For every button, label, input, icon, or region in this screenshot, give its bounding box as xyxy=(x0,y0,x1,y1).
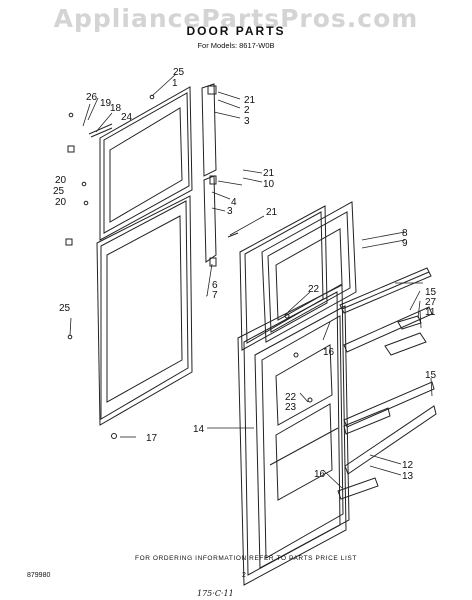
callout: 8 xyxy=(402,228,408,239)
freezer-gasket xyxy=(239,205,328,351)
callout: 10 xyxy=(263,179,275,190)
callout: 26 xyxy=(86,92,98,103)
watermark: AppliancePartsPros.com xyxy=(53,4,419,33)
hinge-parts xyxy=(65,83,239,439)
callout: 25 xyxy=(173,67,185,78)
callout: 3 xyxy=(227,206,233,217)
callout: 4 xyxy=(231,197,237,208)
butter-compartment xyxy=(384,315,427,356)
freezer-door xyxy=(99,86,193,241)
fresh-food-door xyxy=(96,195,193,426)
callout: 15 xyxy=(425,370,437,381)
callout: 1 xyxy=(172,78,178,89)
callout: 22 xyxy=(308,284,320,295)
model-subtitle: For Models: 8617-W0B xyxy=(197,41,275,50)
leader-lines xyxy=(69,73,433,489)
freezer-liner xyxy=(261,201,357,343)
callout: 6 xyxy=(212,280,218,291)
freezer-shelf xyxy=(339,267,432,314)
callout: 19 xyxy=(100,98,112,109)
document-number: 879980 xyxy=(27,572,51,579)
page-title: DOOR PARTS xyxy=(186,24,286,38)
callout: 2 xyxy=(244,105,250,116)
callout-labels: 25 1 26 19 18 24 21 2 3 20 25 20 21 10 4… xyxy=(53,67,437,482)
callout: 21 xyxy=(263,168,275,179)
callout: 23 xyxy=(285,402,297,413)
callout: 20 xyxy=(55,197,67,208)
page-number: 2 xyxy=(242,572,246,579)
callout: 13 xyxy=(402,471,414,482)
fresh-food-shelves xyxy=(337,306,437,500)
callout: 18 xyxy=(110,103,122,114)
callout: 25 xyxy=(59,303,71,314)
callout: 20 xyxy=(55,175,67,186)
callout: 27 xyxy=(425,297,437,308)
fresh-food-gasket xyxy=(237,284,347,586)
callout: 16 xyxy=(314,469,326,480)
callout: 3 xyxy=(244,116,250,127)
callout: 22 xyxy=(285,392,297,403)
callout: 25 xyxy=(53,186,65,197)
callout: 15 xyxy=(425,287,437,298)
handwritten-note: 175·C·11 xyxy=(197,589,234,598)
callout: 21 xyxy=(244,95,256,106)
callout: 16 xyxy=(323,347,335,358)
callout: 17 xyxy=(146,433,158,444)
ordering-note: FOR ORDERING INFORMATION REFER TO PARTS … xyxy=(135,555,357,562)
fresh-food-liner xyxy=(254,305,350,569)
callout: 14 xyxy=(193,424,205,435)
callout: 12 xyxy=(402,460,414,471)
callout: 7 xyxy=(212,290,218,301)
callout: 9 xyxy=(402,238,408,249)
callout: 21 xyxy=(266,207,278,218)
callout: 11 xyxy=(425,307,436,318)
callout: 24 xyxy=(121,112,133,123)
